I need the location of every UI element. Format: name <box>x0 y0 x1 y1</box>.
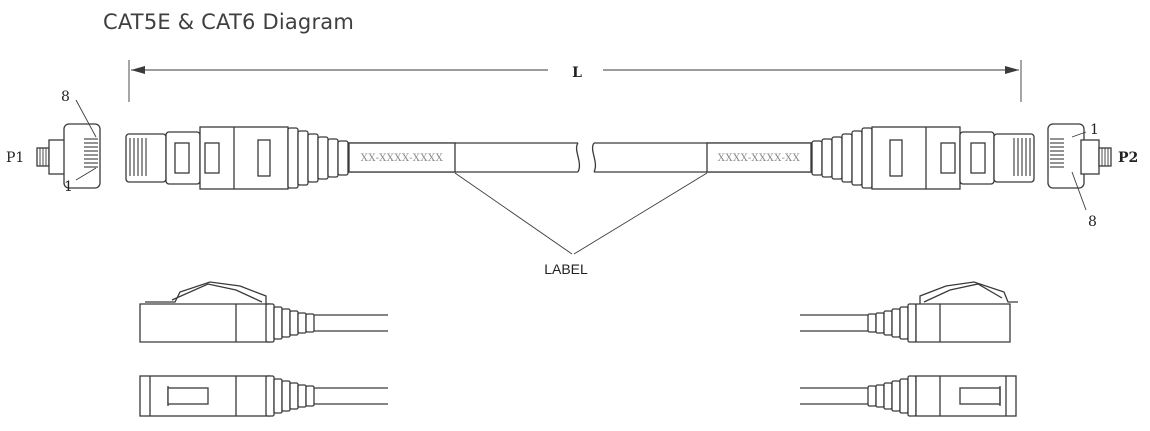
cable-label-left: XX-XXXX-XXXX <box>348 142 456 173</box>
plug-p1-end-view: P1 8 1 <box>6 89 101 195</box>
right-plug-top-view <box>800 281 1018 343</box>
left-plug-top-view <box>139 281 388 343</box>
right-plug-bottom-view <box>800 375 1017 417</box>
cable-label-left-text: XX-XXXX-XXXX <box>361 153 444 164</box>
p1-pin-bottom-label: 1 <box>64 179 73 195</box>
p2-pin-top-label: 1 <box>1090 122 1099 138</box>
length-label: L <box>572 65 582 81</box>
p2-pin-bottom-label: 8 <box>1088 214 1097 230</box>
label-callout: LABEL <box>454 172 708 277</box>
right-connector-side-view <box>811 126 1035 190</box>
label-callout-text: LABEL <box>544 261 588 277</box>
plug-p1-label: P1 <box>6 150 24 166</box>
p1-pin-top-label: 8 <box>61 89 70 105</box>
cable-label-right-text: XXXX-XXXX-XX <box>718 153 801 164</box>
cable-label-right: XXXX-XXXX-XX <box>706 142 812 173</box>
length-dimension: L <box>128 60 1022 102</box>
left-plug-bottom-view <box>139 375 388 417</box>
diagram-title: CAT5E & CAT6 Diagram <box>103 10 355 34</box>
plug-p2-label: P2 <box>1118 150 1138 166</box>
plug-p2-end-view: 1 8 P2 <box>1047 122 1138 230</box>
left-connector-side-view <box>125 126 349 190</box>
